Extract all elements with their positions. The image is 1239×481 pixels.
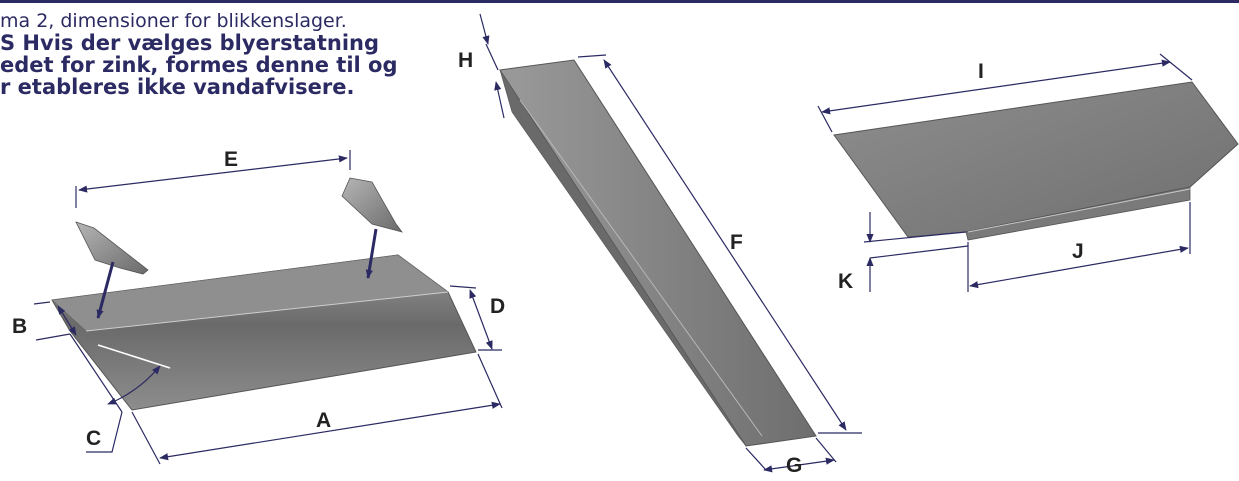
caption-line-1: ma 2, dimensioner for blikkenslager. xyxy=(0,10,347,32)
dimension-lines-left xyxy=(33,150,503,465)
left-flashing-sheet xyxy=(51,254,477,411)
caption-line-2: S Hvis der vælges blyerstatning xyxy=(0,31,380,55)
top-rule xyxy=(0,0,1239,3)
right-water-diverter xyxy=(341,177,404,233)
label-F: F xyxy=(730,231,743,254)
dimension-lines-middle xyxy=(479,13,862,473)
label-J: J xyxy=(1072,240,1084,263)
insert-arrows xyxy=(96,228,378,319)
label-A: A xyxy=(316,409,331,432)
right-plate xyxy=(833,81,1239,241)
label-D: D xyxy=(490,295,505,318)
long-strip xyxy=(499,59,817,447)
label-H: H xyxy=(458,49,473,72)
label-G: G xyxy=(786,454,802,477)
caption-line-4: r etableres ikke vandafvisere. xyxy=(0,75,355,99)
label-E: E xyxy=(224,148,238,171)
label-K: K xyxy=(838,270,853,293)
caption-line-3: edet for zink, formes denne til og xyxy=(0,53,398,77)
label-B: B xyxy=(12,315,27,338)
label-C: C xyxy=(86,427,101,450)
label-I: I xyxy=(978,60,984,83)
left-water-diverter xyxy=(75,221,149,275)
dimension-lines-right xyxy=(817,53,1193,292)
